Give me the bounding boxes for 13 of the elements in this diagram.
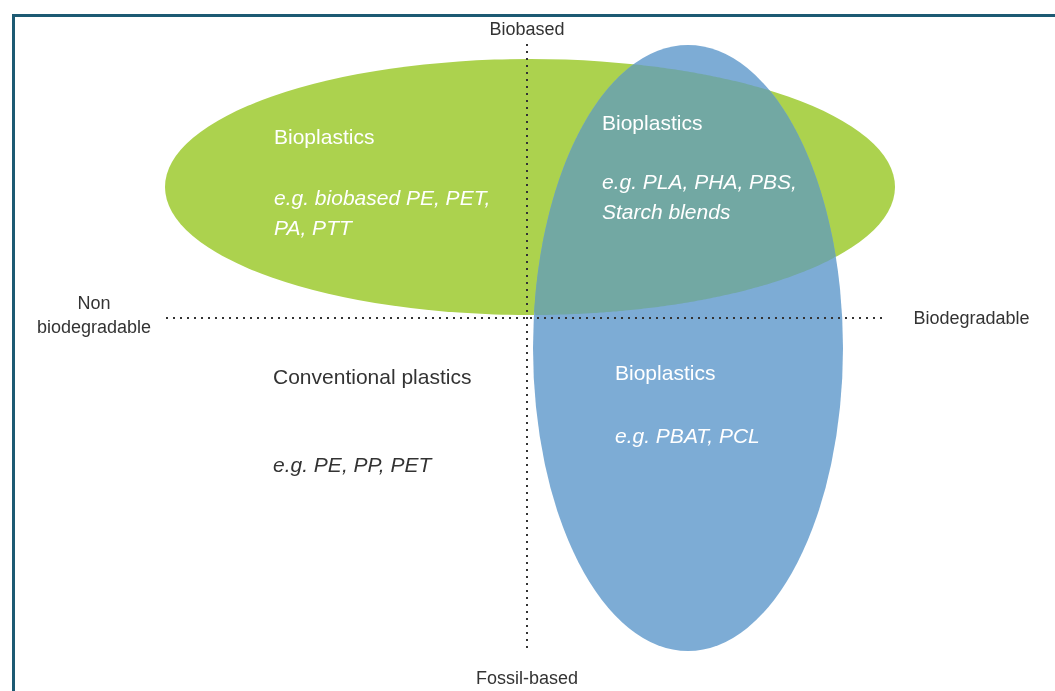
example-text: e.g. biobased PE, PET, PA, PTT [274, 185, 492, 241]
axis-label: Biodegradable [912, 307, 1031, 330]
category-heading: Bioplastics [615, 361, 716, 385]
example-text: e.g. PE, PP, PET [273, 452, 434, 478]
category-heading: Bioplastics [602, 111, 703, 135]
category-heading: Bioplastics [274, 125, 375, 149]
axis-label: Non biodegradable [35, 292, 153, 339]
axis-label: Fossil-based [474, 667, 579, 690]
axis-label: Biobased [488, 18, 566, 41]
quadrant-heading: Conventional plastics [273, 364, 473, 390]
example-text: e.g. PBAT, PCL [615, 423, 761, 449]
example-text: e.g. PLA, PHA, PBS, Starch blends [602, 169, 798, 225]
category-ellipse [533, 45, 843, 651]
